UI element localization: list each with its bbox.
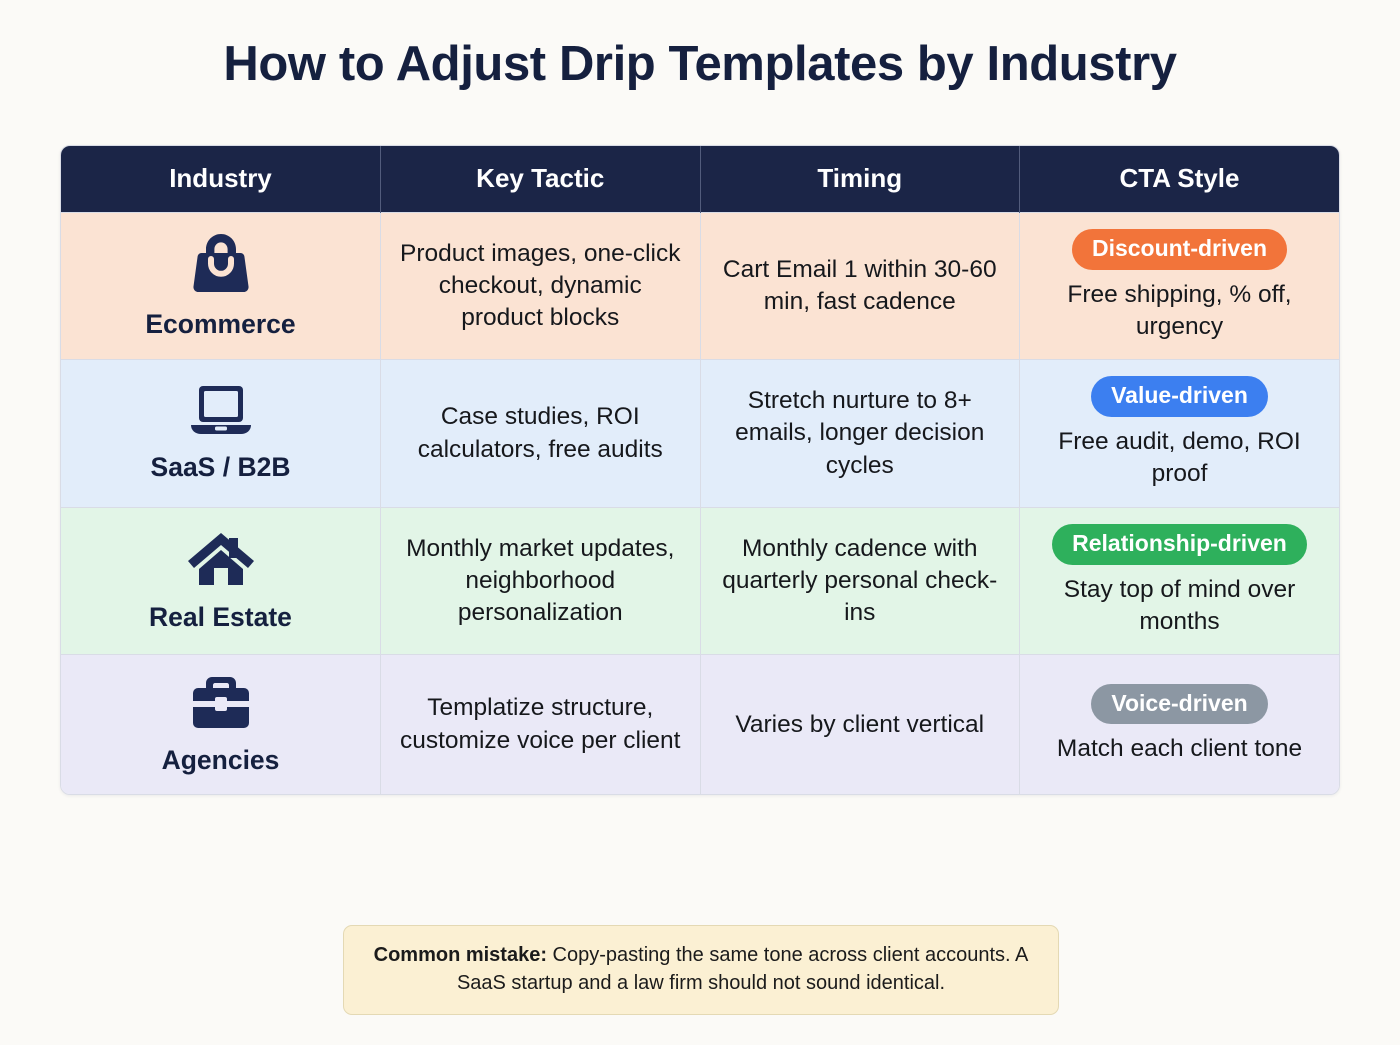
- common-mistake-callout: Common mistake: Copy-pasting the same to…: [343, 925, 1059, 1015]
- status-badge: Value-driven: [1091, 376, 1268, 418]
- key-tactic-cell: Case studies, ROI calculators, free audi…: [380, 359, 701, 508]
- table-header-row: Industry Key Tactic Timing CTA Style: [61, 146, 1339, 213]
- cta-style-cell: Discount-driven Free shipping, % off, ur…: [1019, 211, 1339, 360]
- cta-description: Free audit, demo, ROI proof: [1058, 428, 1301, 488]
- cta-style-cell: Value-driven Free audit, demo, ROI proof: [1019, 359, 1339, 508]
- status-badge: Discount-driven: [1071, 229, 1288, 270]
- industry-cell: Real Estate: [61, 506, 381, 655]
- house-icon: [185, 528, 257, 590]
- table-row: Agencies Templatize structure, customize…: [61, 654, 1339, 795]
- status-badge: Relationship-driven: [1052, 523, 1307, 565]
- industry-label: SaaS / B2B: [150, 452, 291, 483]
- table-row: Ecommerce Product images, one-click chec…: [61, 211, 1339, 360]
- column-header-key-tactic: Key Tactic: [380, 146, 701, 213]
- industry-cell: Agencies: [61, 654, 381, 795]
- table-row: SaaS / B2B Case studies, ROI calculators…: [61, 359, 1339, 508]
- callout-text: Copy-pasting the same tone across client…: [456, 944, 1029, 995]
- key-tactic-cell: Monthly market updates, neighborhood per…: [380, 506, 701, 655]
- cta-style-cell: Relationship-driven Stay top of mind ove…: [1019, 506, 1339, 655]
- status-badge: Voice-driven: [1091, 683, 1268, 725]
- cta-style-cell: Voice-driven Match each client tone: [1019, 654, 1339, 795]
- industry-label: Ecommerce: [145, 308, 296, 339]
- cta-description: Free shipping, % off, urgency: [1067, 280, 1292, 341]
- industry-label: Agencies: [161, 745, 280, 776]
- timing-cell: Stretch nurture to 8+ emails, longer dec…: [700, 359, 1020, 508]
- cta-description: Stay top of mind over months: [1063, 575, 1296, 635]
- column-header-industry: Industry: [61, 146, 381, 213]
- callout-label: Common mistake:: [373, 944, 547, 966]
- key-tactic-cell: Templatize structure, customize voice pe…: [380, 654, 701, 795]
- timing-cell: Varies by client vertical: [700, 654, 1020, 795]
- industry-cell: Ecommerce: [61, 211, 381, 360]
- key-tactic-cell: Product images, one-click checkout, dyna…: [380, 211, 701, 360]
- briefcase-icon: [185, 671, 257, 733]
- industry-cell: SaaS / B2B: [61, 359, 381, 508]
- cta-description: Match each client tone: [1056, 735, 1303, 763]
- laptop-icon: [185, 382, 257, 440]
- column-header-cta-style: CTA Style: [1019, 146, 1339, 213]
- shopping-bag-icon: [189, 231, 253, 297]
- page-title: How to Adjust Drip Templates by Industry: [223, 37, 1177, 91]
- column-header-timing: Timing: [700, 146, 1020, 213]
- table-row: Real Estate Monthly market updates, neig…: [61, 506, 1339, 655]
- industry-label: Real Estate: [149, 601, 292, 632]
- timing-cell: Cart Email 1 within 30-60 min, fast cade…: [700, 211, 1020, 360]
- industry-matrix-table: Industry Key Tactic Timing CTA Style: [60, 145, 1340, 796]
- timing-cell: Monthly cadence with quarterly personal …: [700, 506, 1020, 655]
